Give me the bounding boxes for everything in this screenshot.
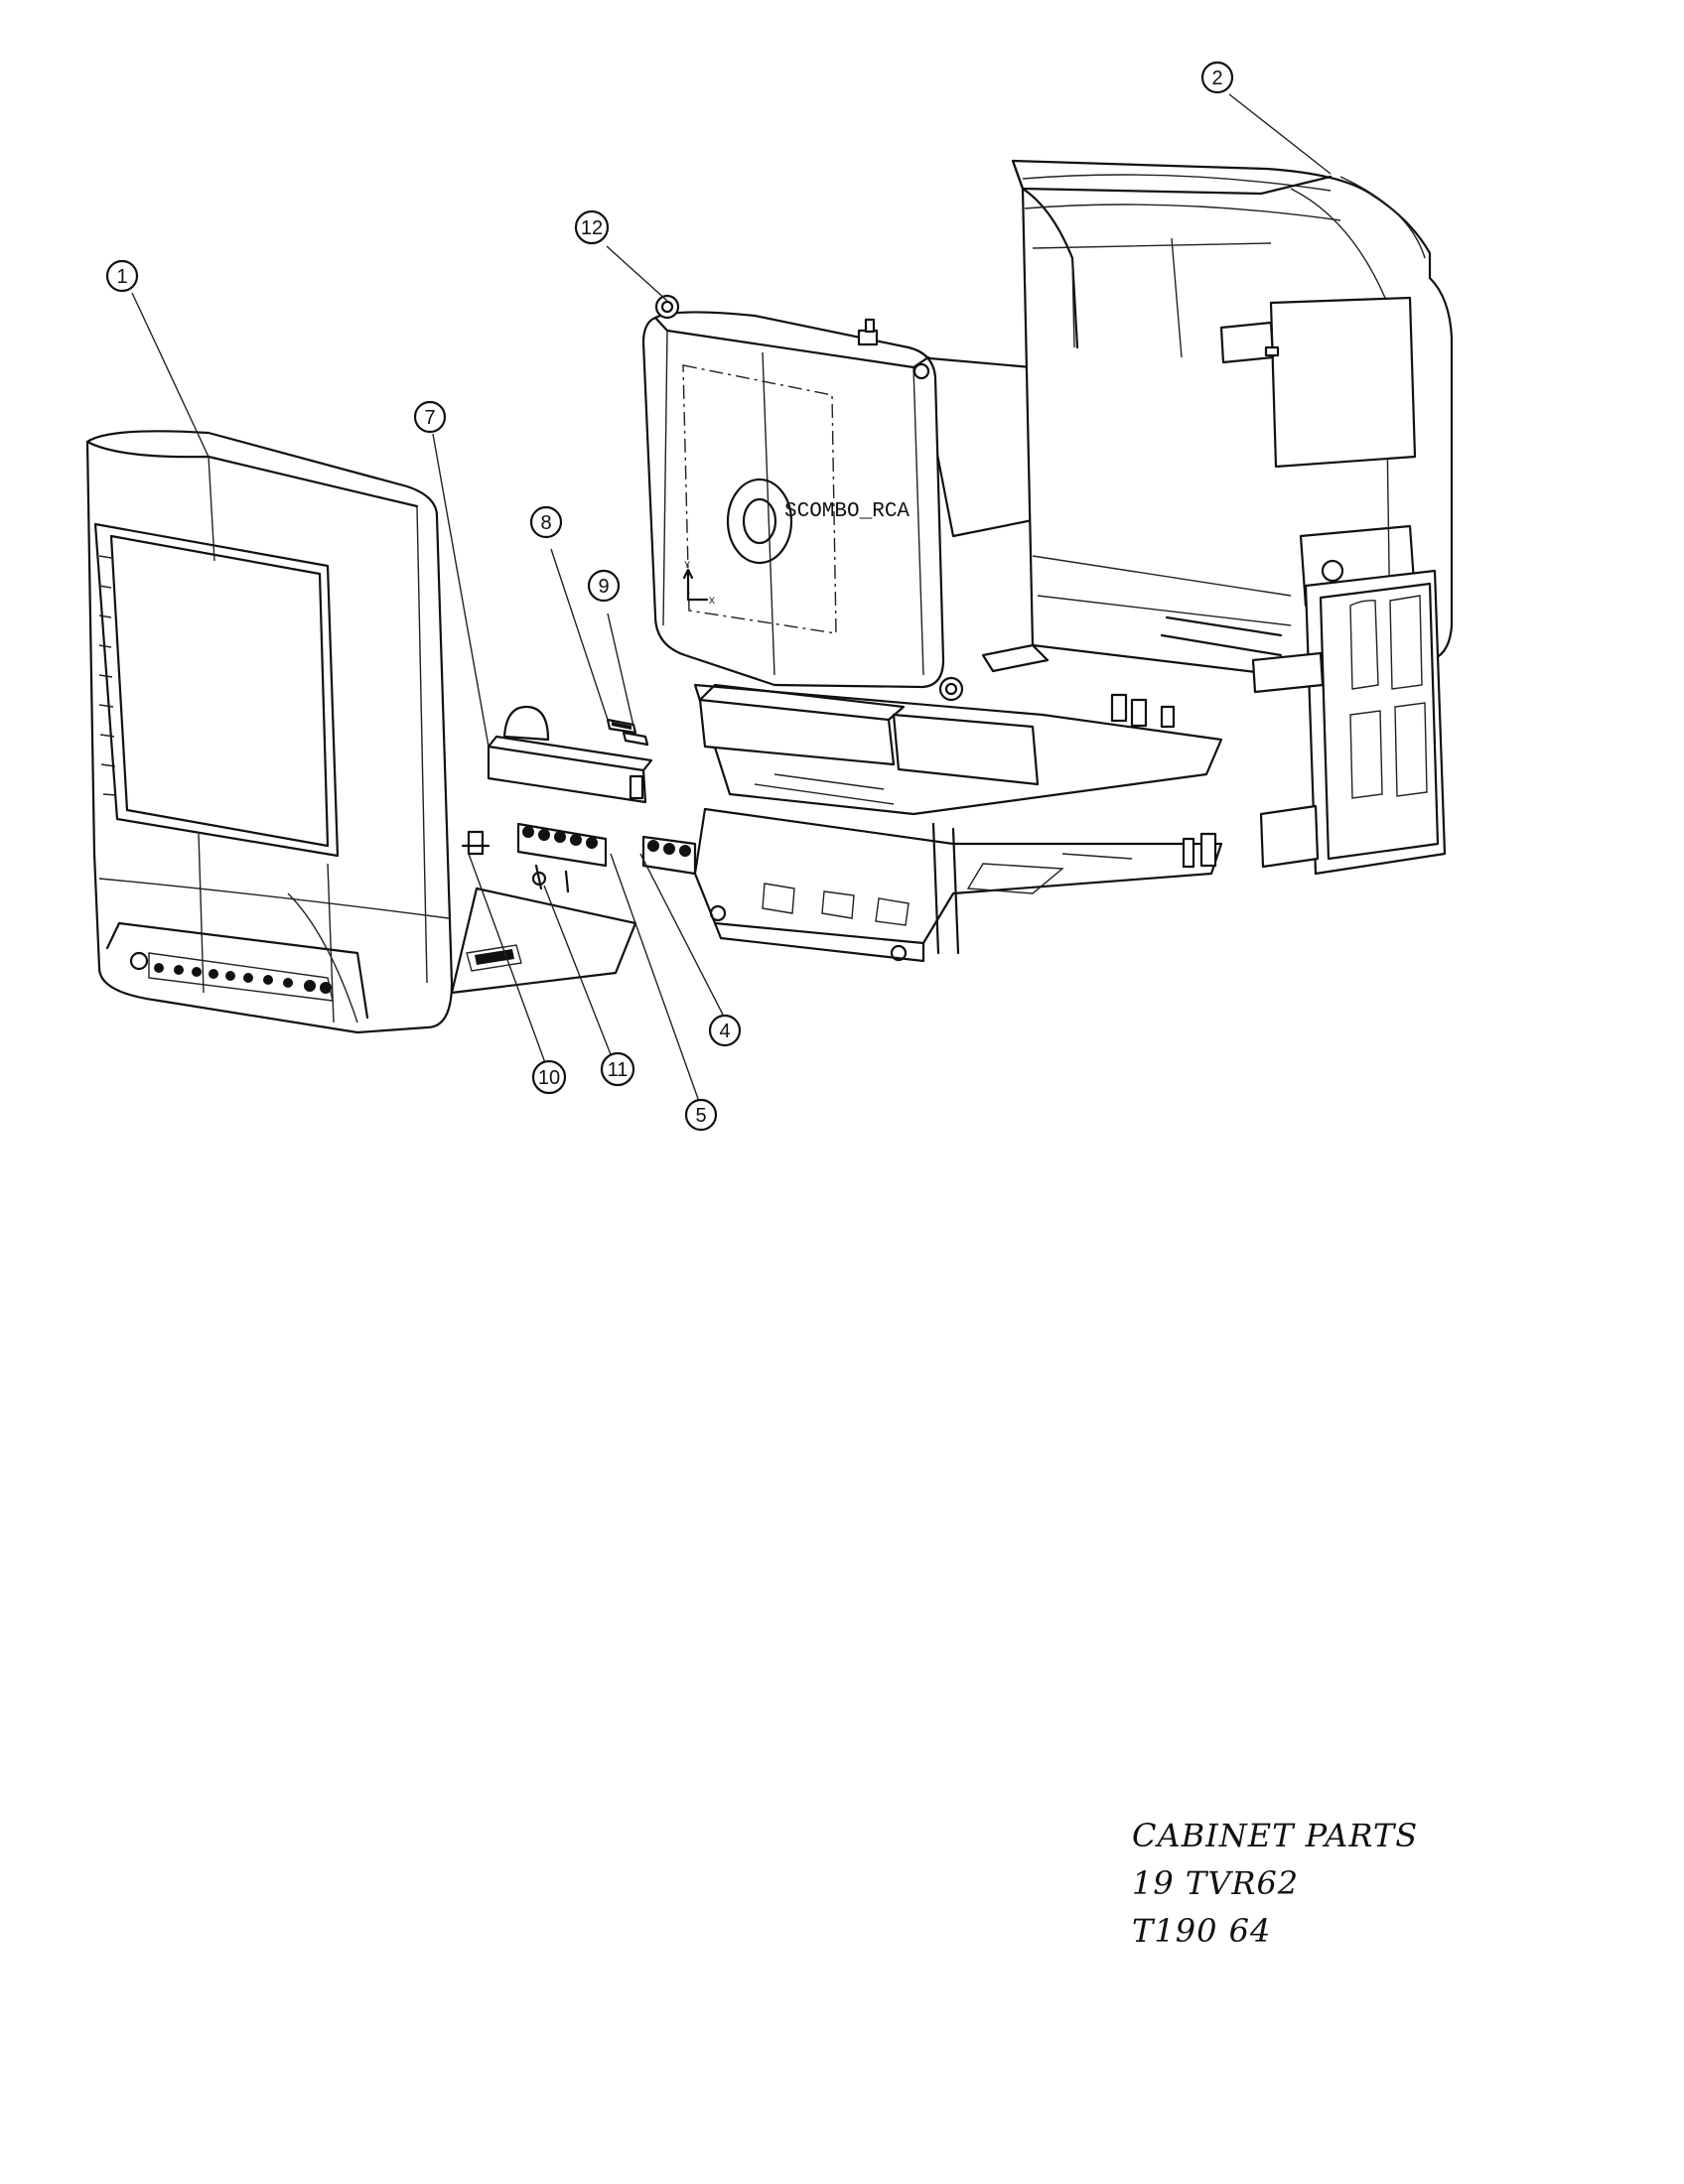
jack-assemblies xyxy=(516,822,697,893)
callout-1: 1 xyxy=(105,259,139,293)
callout-10: 10 xyxy=(531,1059,567,1095)
callout-11: 11 xyxy=(600,1051,635,1087)
callout-7: 7 xyxy=(413,400,447,434)
svg-text:12: 12 xyxy=(581,217,603,239)
note-line-2: 19 TVR62 xyxy=(1132,1864,1300,1902)
tube-label: SCOMBO_RCA xyxy=(784,500,910,523)
callout-12: 12 xyxy=(574,209,610,245)
svg-text:11: 11 xyxy=(608,1059,629,1081)
callout-4: 4 xyxy=(708,1014,742,1047)
svg-text:2: 2 xyxy=(1211,68,1222,89)
note-line-3: T190 64 xyxy=(1132,1912,1272,1950)
note-line-1: CABINET PARTS xyxy=(1132,1817,1419,1854)
callout-2: 2 xyxy=(1200,61,1234,94)
terminal-bracket xyxy=(487,705,653,804)
small-clips xyxy=(606,718,649,747)
svg-text:5: 5 xyxy=(695,1105,706,1127)
back-cover xyxy=(1011,159,1454,876)
front-cabinet xyxy=(85,430,454,1034)
main-chassis xyxy=(693,643,1223,963)
svg-text:8: 8 xyxy=(540,512,551,534)
callout-9: 9 xyxy=(587,569,621,603)
svg-text:4: 4 xyxy=(719,1021,730,1042)
axis-x-label: X xyxy=(709,597,715,608)
axis-y-label: Y xyxy=(684,561,690,572)
callout-8: 8 xyxy=(529,505,563,539)
callouts: 1 2 4 5 7 8 9 10 xyxy=(105,61,1332,1132)
svg-text:10: 10 xyxy=(538,1067,560,1089)
svg-text:7: 7 xyxy=(424,407,435,429)
svg-text:9: 9 xyxy=(598,576,609,598)
callout-5: 5 xyxy=(684,1098,718,1132)
svg-text:1: 1 xyxy=(116,266,127,288)
